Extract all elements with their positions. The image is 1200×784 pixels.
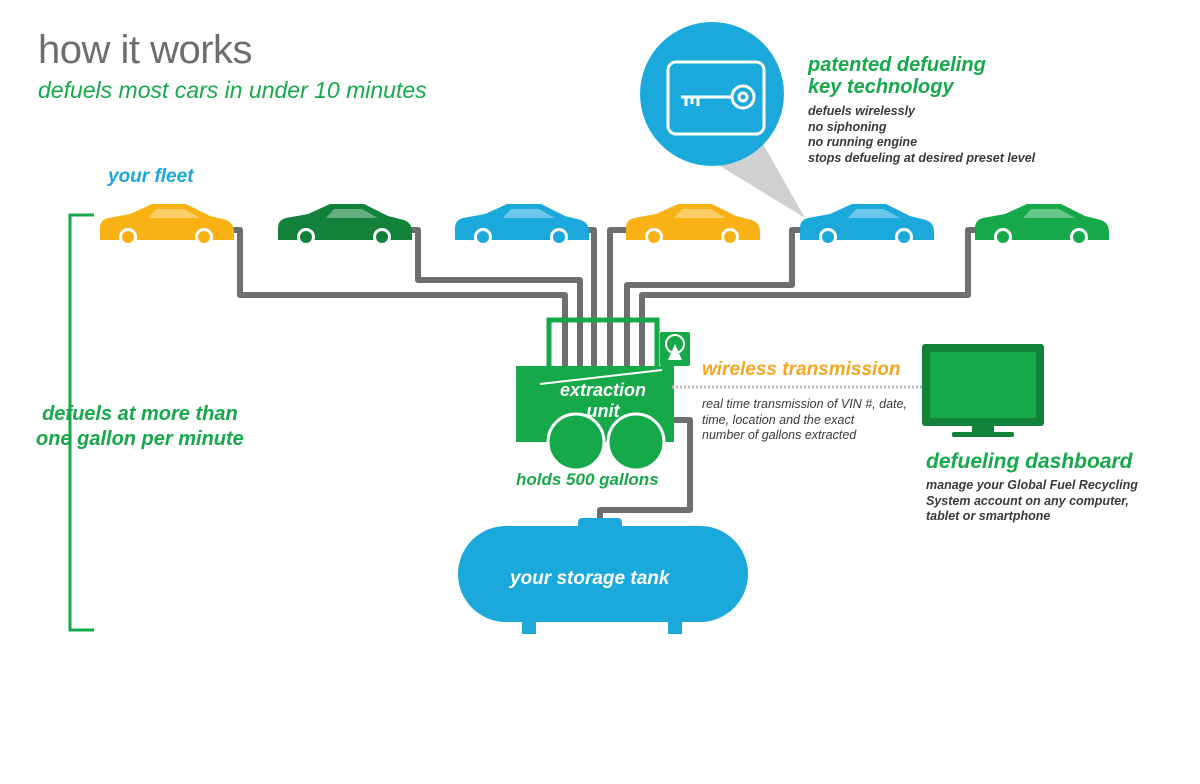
dashboard-description: manage your Global Fuel Recycling System… — [926, 478, 1138, 525]
key-technology-title-line-1: patented defueling — [808, 54, 986, 76]
feature-item: no running engine — [808, 135, 918, 149]
car-3 — [455, 204, 589, 246]
dashboard-title: defueling dashboard — [926, 450, 1133, 473]
wireless-description-line: number of gallons extracted — [702, 428, 857, 442]
key-badge — [640, 22, 784, 166]
monitor-icon — [922, 344, 1044, 437]
wireless-description-line: real time transmission of VIN #, date, — [702, 397, 907, 411]
hose-car-5 — [624, 227, 806, 368]
hose-car-3 — [582, 227, 597, 368]
key-icon — [681, 84, 756, 110]
wireless-description: real time transmission of VIN #, date, t… — [702, 397, 907, 444]
page-title: how it works — [38, 28, 253, 72]
extraction-unit-label-line-1: extraction — [559, 380, 647, 400]
feature-item: defuels wirelessly — [808, 104, 916, 118]
fleet-cars — [100, 204, 1109, 246]
car-2 — [278, 204, 412, 246]
antenna-icon — [660, 332, 690, 366]
storage-tank — [458, 518, 748, 634]
rate-line-2: one gallon per minute — [36, 428, 244, 450]
wireless-title: wireless transmission — [702, 359, 901, 380]
key-technology-title: patented defueling key technology — [808, 54, 986, 98]
extraction-unit-label: extraction unit — [548, 380, 658, 422]
dashboard-description-line: System account on any computer, — [926, 493, 1129, 508]
hose-car-1 — [231, 227, 568, 368]
rate-label: defuels at more than one gallon per minu… — [36, 402, 244, 452]
hose-to-tank — [597, 417, 693, 531]
storage-tank-label: your storage tank — [510, 568, 670, 589]
dashboard-description-line: tablet or smartphone — [926, 509, 1051, 523]
page-subtitle: defuels most cars in under 10 minutes — [38, 77, 427, 103]
extraction-unit-capacity: holds 500 gallons — [516, 470, 659, 489]
feature-item: no siphoning — [808, 119, 887, 134]
rate-line-1: defuels at more than — [42, 403, 238, 425]
rate-bracket — [68, 213, 94, 632]
car-1 — [100, 204, 234, 246]
key-technology-features: defuels wirelessly no siphoning no runni… — [808, 104, 1035, 166]
car-5 — [800, 204, 934, 246]
feature-item: stops defueling at desired preset level — [808, 150, 1036, 165]
dashboard-description-line: manage your Global Fuel Recycling — [926, 478, 1138, 492]
car-4 — [626, 204, 760, 246]
extraction-unit — [516, 317, 690, 472]
key-technology-title-line-2: key technology — [808, 76, 954, 98]
fleet-label: your fleet — [108, 166, 194, 187]
extraction-unit-label-line-2: unit — [586, 401, 620, 421]
hose-car-2 — [407, 227, 583, 368]
car-6 — [975, 204, 1109, 246]
hose-car-4 — [607, 227, 629, 368]
wireless-description-line: time, location and the exact — [702, 412, 855, 427]
